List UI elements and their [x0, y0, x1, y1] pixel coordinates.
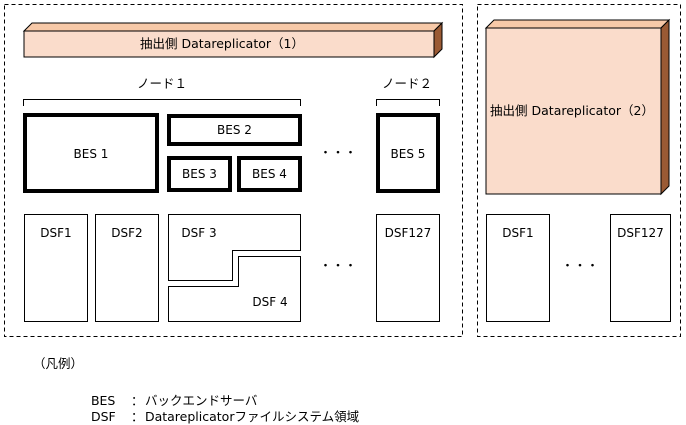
- ellipsis-bes: ・・・: [319, 145, 357, 160]
- node-1-label: ノード１: [137, 76, 187, 91]
- right-group-border: [477, 4, 681, 337]
- legend-item-bes: BES ：バックエンドサーバ: [83, 377, 257, 409]
- bes-5-box: BES 5: [376, 113, 440, 193]
- node-2-bracket-line: [376, 99, 440, 106]
- extractor-2-label: 抽出側 Datareplicator（2）: [490, 103, 654, 118]
- bes-4-box: BES 4: [237, 156, 302, 192]
- dsf-1-right-box: DSF1: [486, 214, 550, 322]
- ellipsis-dsf-right: ・・・: [561, 258, 599, 273]
- bes-1-box: BES 1: [23, 113, 159, 193]
- dsf-1-right-label: DSF1: [502, 226, 533, 240]
- bes-5-label: BES 5: [391, 147, 426, 161]
- bes-2-label: BES 2: [217, 123, 252, 137]
- extractor-1-block: 抽出側 Datareplicator（1）: [22, 21, 444, 59]
- bes-4-label: BES 4: [252, 167, 287, 181]
- dsf-2-label: DSF2: [111, 226, 142, 240]
- legend-item-dsf: DSF ：Datareplicatorファイルシステム領域: [83, 393, 359, 425]
- extractor-1-face: [23, 30, 435, 58]
- diagram-canvas: 抽出側 Datareplicator（1） 抽出側 Datareplicator…: [4, 4, 681, 337]
- bes-1-label: BES 1: [74, 147, 109, 161]
- node-2-label: ノード２: [382, 76, 432, 91]
- legend-desc-bes: バックエンドサーバ: [144, 393, 258, 408]
- node-1-bracket-line: [23, 99, 301, 106]
- legend-term-dsf: DSF: [90, 409, 116, 424]
- legend-title: （凡例）: [33, 356, 84, 371]
- dsf-3-box: DSF 3: [168, 214, 301, 281]
- dsf-127-right-label: DSF127: [617, 226, 664, 240]
- bes-2-box: BES 2: [167, 114, 302, 146]
- dsf-1-label: DSF1: [40, 226, 71, 240]
- ellipsis-dsf-left: ・・・: [319, 258, 357, 273]
- legend-desc-dsf: Datareplicatorファイルシステム領域: [144, 409, 360, 424]
- extractor-2-block: 抽出側 Datareplicator（2）: [484, 18, 671, 196]
- legend-term-bes: BES: [90, 393, 116, 408]
- node-1-bracket: ノード１: [23, 76, 301, 106]
- dsf-127-label: DSF127: [385, 226, 432, 240]
- extractor-2-top: [484, 19, 671, 29]
- dsf-4-box: DSF 4: [168, 256, 301, 322]
- dsf-4-label: DSF 4: [252, 295, 287, 309]
- extractor-2-face: [485, 27, 662, 195]
- extractor-1-top: [22, 22, 444, 32]
- bes-3-box: BES 3: [167, 156, 232, 192]
- dsf-3-label: DSF 3: [181, 226, 216, 240]
- legend-sep-dsf: ：: [130, 409, 144, 424]
- left-group-border: [4, 4, 463, 337]
- bes-3-label: BES 3: [182, 167, 217, 181]
- node-2-bracket: ノード２: [376, 76, 440, 106]
- dsf-2-box: DSF2: [95, 214, 159, 322]
- dsf-1-box: DSF1: [24, 214, 88, 322]
- dsf-127-box: DSF127: [376, 214, 440, 322]
- dsf-127-right-box: DSF127: [610, 214, 671, 322]
- extractor-1-label: 抽出側 Datareplicator（1）: [140, 36, 304, 51]
- extractor-2-side: [660, 18, 670, 196]
- legend-sep-bes: ：: [130, 393, 144, 408]
